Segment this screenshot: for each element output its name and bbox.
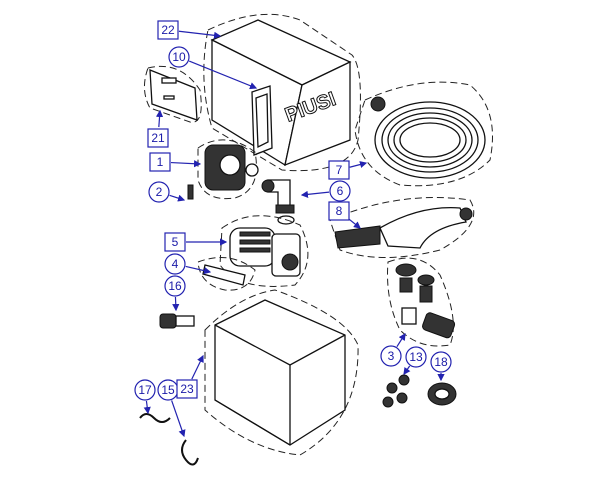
callout-label: 5 xyxy=(172,235,179,249)
leader-arrow xyxy=(171,400,186,438)
callout-label: 4 xyxy=(172,257,179,271)
callout-16: 16 xyxy=(164,275,186,312)
gasket-ring xyxy=(427,382,457,406)
callout-label: 18 xyxy=(434,355,448,369)
leader-arrow xyxy=(172,296,180,312)
callout-circle xyxy=(430,351,452,373)
callout-4: 4 xyxy=(164,253,212,275)
leader-arrow xyxy=(143,400,151,415)
callout-circle xyxy=(164,275,186,297)
leader-arrow xyxy=(155,109,164,128)
callout-circle xyxy=(148,181,170,203)
callout-label: 6 xyxy=(337,184,344,198)
base-frame xyxy=(204,289,359,456)
callout-23: 23 xyxy=(176,354,204,399)
callout-5: 5 xyxy=(164,232,228,252)
callout-label: 8 xyxy=(336,204,343,218)
callout-label: 1 xyxy=(157,155,164,169)
callout-label: 13 xyxy=(409,350,423,364)
cable-clamp xyxy=(139,413,171,423)
leader-arrow xyxy=(347,217,361,229)
callout-2: 2 xyxy=(148,181,186,203)
callout-label: 15 xyxy=(161,383,175,397)
callout-box xyxy=(328,201,350,221)
leader-arrow xyxy=(396,332,406,348)
callout-label: 23 xyxy=(180,382,194,396)
callout-circle xyxy=(164,253,186,275)
display-window xyxy=(251,85,273,156)
callout-circle xyxy=(329,180,351,202)
pump-head xyxy=(197,139,259,200)
leader-arrow xyxy=(169,194,186,202)
callout-box xyxy=(157,20,179,40)
callout-label: 3 xyxy=(388,349,395,363)
cable-gland xyxy=(181,439,199,466)
callout-box xyxy=(164,232,186,252)
callout-label: 2 xyxy=(156,185,163,199)
callout-18: 18 xyxy=(430,351,452,382)
callout-circle xyxy=(405,346,427,368)
callout-17: 17 xyxy=(134,379,156,415)
cabinet-cover: PIUSI xyxy=(203,13,361,189)
leader-arrow xyxy=(188,60,258,90)
leader-arrow xyxy=(300,190,330,198)
leader-arrow xyxy=(170,160,202,168)
callout-circle xyxy=(134,379,156,401)
callout-box xyxy=(147,128,169,148)
callout-circle xyxy=(380,345,402,367)
callout-label: 16 xyxy=(168,279,182,293)
bolt xyxy=(187,184,194,200)
callout-13: 13 xyxy=(403,346,427,375)
callout-15: 15 xyxy=(157,379,186,438)
callout-21: 21 xyxy=(147,109,169,148)
callout-box xyxy=(149,152,171,172)
leader-arrow xyxy=(349,161,368,168)
leader-arrow xyxy=(403,365,411,375)
hose-coil xyxy=(354,81,493,187)
leader-arrow xyxy=(185,265,212,275)
leader-arrow xyxy=(191,354,204,380)
leader-arrow xyxy=(178,30,222,39)
callout-label: 7 xyxy=(336,163,343,177)
callout-circle xyxy=(168,46,190,68)
callout-22: 22 xyxy=(157,20,222,40)
callout-6: 6 xyxy=(300,180,351,202)
callout-8: 8 xyxy=(328,201,361,229)
callout-3: 3 xyxy=(380,332,406,367)
front-panel xyxy=(144,65,202,123)
callout-box xyxy=(176,379,198,399)
callout-10: 10 xyxy=(168,46,258,90)
nut-set xyxy=(382,374,410,408)
callout-labels: 22 10 21 1 2 6 7 8 5 4 16 3 13 18 17 15 23 xyxy=(134,20,452,438)
callout-box xyxy=(328,160,350,180)
callout-7: 7 xyxy=(328,160,368,180)
callout-label: 22 xyxy=(161,23,175,37)
callout-1: 1 xyxy=(149,152,202,172)
hose-fittings xyxy=(387,257,456,347)
fuel-nozzle xyxy=(329,197,475,258)
callout-label: 17 xyxy=(138,383,152,397)
callout-label: 21 xyxy=(151,131,165,145)
inlet-fitting xyxy=(159,313,195,329)
callout-label: 10 xyxy=(172,50,186,64)
